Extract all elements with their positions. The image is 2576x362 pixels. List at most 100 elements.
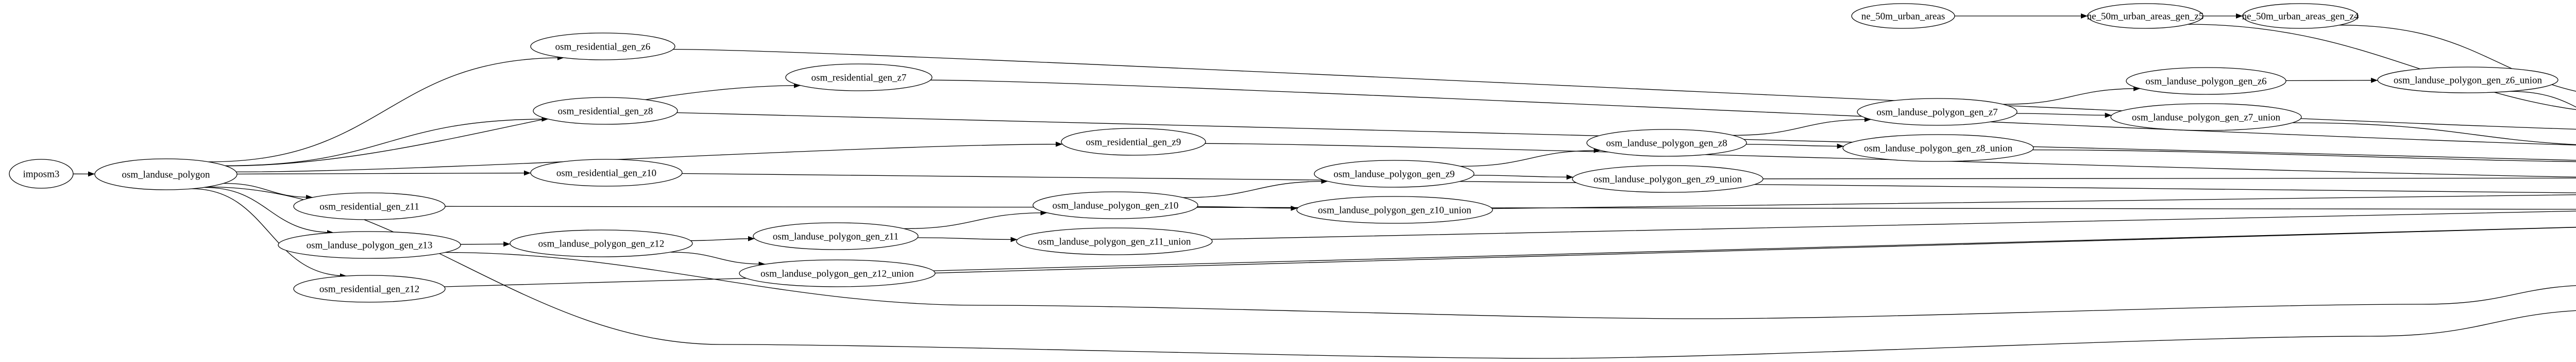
edge-osm_landuse_polygon_gen_z9--osm_landuse_polygon_gen_z9_union: [1473, 174, 1573, 180]
node-label-osm_residential_gen_z12: osm_residential_gen_z12: [319, 284, 419, 295]
node-shape-osm_landuse_polygon_gen_z7: [1857, 98, 2018, 126]
edge-osm_landuse_polygon--layer_landuse-z14+: [207, 186, 2576, 359]
node-shape-osm_residential_gen_z11: [293, 192, 446, 220]
edge-osm_landuse_polygon_gen_z10_union--layer_landuse-z10: [1492, 193, 2576, 209]
node-osm_landuse_polygon_gen_z10_union: osm_landuse_polygon_gen_z10_union: [1296, 196, 1493, 224]
node-shape-osm_landuse_polygon_gen_z12: [510, 229, 693, 257]
node-label-osm_landuse_polygon_gen_z9_union: osm_landuse_polygon_gen_z9_union: [1594, 174, 1742, 185]
node-label-osm_landuse_polygon_gen_z13: osm_landuse_polygon_gen_z13: [307, 240, 433, 251]
edge-osm_landuse_polygon--osm_residential_gen_z10: [236, 170, 531, 176]
edge-osm_landuse_polygon_gen_z13--layer_landuse-z13: [445, 252, 2576, 319]
edge-osm_landuse_polygon--osm_residential_gen_z6: [208, 55, 565, 162]
node-osm_residential_gen_z8: osm_residential_gen_z8: [533, 97, 678, 125]
node-label-osm_landuse_polygon: osm_landuse_polygon: [122, 170, 210, 180]
edge-osm_residential_gen_z11--layer_landuse-z11: [445, 206, 2576, 210]
edge-osm_landuse_polygon--osm_landuse_polygon_gen_z13: [204, 187, 334, 236]
node-label-osm_landuse_polygon_gen_z9: osm_landuse_polygon_gen_z9: [1333, 169, 1454, 180]
node-shape-osm_landuse_polygon_gen_z10: [1032, 191, 1198, 219]
edge-osm_landuse_polygon--osm_residential_gen_z11: [223, 183, 313, 200]
node-shape-osm_landuse_polygon_gen_z11: [753, 222, 919, 250]
node-osm_residential_gen_z6: osm_residential_gen_z6: [530, 32, 675, 60]
node-ne_50m_urban_areas_gen_z5: ne_50m_urban_areas_gen_z5: [2087, 3, 2204, 29]
node-label-ne_50m_urban_areas: ne_50m_urban_areas: [1861, 11, 1945, 22]
node-shape-osm_landuse_polygon_gen_z9_union: [1572, 165, 1764, 193]
node-ne_50m_urban_areas_gen_z4: ne_50m_urban_areas_gen_z4: [2242, 3, 2359, 29]
node-osm_landuse_polygon_gen_z7: osm_landuse_polygon_gen_z7: [1857, 98, 2018, 126]
edge-osm_residential_gen_z6--layer_landuse-z6: [673, 48, 2576, 130]
edge-osm_landuse_polygon_gen_z7--osm_landuse_polygon_gen_z7_union: [2016, 112, 2112, 118]
node-shape-osm_residential_gen_z10: [530, 159, 683, 187]
edge-osm_landuse_polygon_gen_z8_union--layer_landuse-z8: [2032, 149, 2576, 162]
node-shape-osm_landuse_polygon_gen_z8_union: [1842, 134, 2034, 162]
node-label-osm_residential_gen_z11: osm_residential_gen_z11: [319, 202, 419, 212]
node-label-imposm3: imposm3: [23, 169, 60, 180]
node-shape-osm_landuse_polygon_gen_z10_union: [1296, 196, 1493, 224]
node-shape-osm_residential_gen_z8: [533, 97, 678, 125]
edge-osm_landuse_polygon--osm_residential_gen_z9: [236, 141, 1063, 173]
edge-osm_landuse_polygon_gen_z8--osm_landuse_polygon_gen_z8_union: [1745, 143, 1844, 149]
node-osm_landuse_polygon_gen_z12_union: osm_landuse_polygon_gen_z12_union: [739, 259, 936, 287]
node-shape-osm_landuse_polygon_gen_z12_union: [739, 259, 936, 287]
edge-osm_residential_gen_z7--layer_landuse-z7: [930, 79, 2576, 145]
node-shape-osm_residential_gen_z12: [293, 275, 446, 303]
node-label-osm_landuse_polygon_gen_z10_union: osm_landuse_polygon_gen_z10_union: [1318, 205, 1471, 216]
node-label-osm_landuse_polygon_gen_z8_union: osm_landuse_polygon_gen_z8_union: [1864, 143, 2013, 154]
node-label-osm_landuse_polygon_gen_z12_union: osm_landuse_polygon_gen_z12_union: [760, 269, 914, 279]
node-osm_landuse_polygon_gen_z9_union: osm_landuse_polygon_gen_z9_union: [1572, 165, 1764, 193]
edge-osm_landuse_polygon_gen_z10--osm_landuse_polygon_gen_z9: [1183, 178, 1328, 198]
node-shape-osm_landuse_polygon_gen_z7_union: [2110, 103, 2302, 131]
edge-osm_landuse_polygon_gen_z11--osm_landuse_polygon_gen_z11_union: [917, 237, 1018, 242]
node-label-osm_landuse_polygon_gen_z7: osm_landuse_polygon_gen_z7: [1876, 107, 1997, 118]
edge-osm_landuse_polygon--osm_residential_gen_z7: [226, 83, 801, 167]
edge-osm_landuse_polygon_gen_z9_union--layer_landuse-z9: [1762, 177, 2576, 179]
edge-osm_landuse_polygon_gen_z7_union--layer_landuse-z7: [2292, 122, 2576, 145]
node-shape-ne_50m_urban_areas: [1851, 3, 1955, 29]
node-shape-osm_landuse_polygon_gen_z13: [278, 231, 461, 259]
node-label-osm_landuse_polygon_gen_z11_union: osm_landuse_polygon_gen_z11_union: [1038, 237, 1191, 248]
node-osm_landuse_polygon_gen_z6: osm_landuse_polygon_gen_z6: [2126, 67, 2286, 95]
node-shape-osm_residential_gen_z7: [785, 63, 933, 91]
node-shape-osm_landuse_polygon_gen_z6_union: [2377, 67, 2558, 93]
node-label-ne_50m_urban_areas_gen_z5: ne_50m_urban_areas_gen_z5: [2087, 11, 2204, 22]
node-osm_residential_gen_z10: osm_residential_gen_z10: [530, 159, 683, 187]
node-shape-osm_landuse_polygon_gen_z8: [1586, 129, 1747, 157]
node-label-osm_landuse_polygon_gen_z12: osm_landuse_polygon_gen_z12: [538, 239, 665, 250]
edge-osm_landuse_polygon_gen_z12--osm_landuse_polygon_gen_z11: [690, 236, 755, 241]
node-osm_landuse_polygon_gen_z10: osm_landuse_polygon_gen_z10: [1032, 191, 1198, 219]
node-label-osm_residential_gen_z7: osm_residential_gen_z7: [811, 73, 907, 84]
node-label-osm_residential_gen_z6: osm_residential_gen_z6: [555, 42, 651, 53]
node-label-osm_landuse_polygon_gen_z11: osm_landuse_polygon_gen_z11: [773, 232, 899, 242]
node-shape-osm_landuse_polygon: [94, 158, 238, 190]
node-shape-ne_50m_urban_areas_gen_z4: [2242, 3, 2359, 29]
node-osm_landuse_polygon_gen_z8_union: osm_landuse_polygon_gen_z8_union: [1842, 134, 2034, 162]
node-osm_residential_gen_z12: osm_residential_gen_z12: [293, 275, 446, 303]
node-ne_50m_urban_areas: ne_50m_urban_areas: [1851, 3, 1955, 29]
node-osm_residential_gen_z11: osm_residential_gen_z11: [293, 192, 446, 220]
node-osm_landuse_polygon: osm_landuse_polygon: [94, 158, 238, 190]
node-osm_landuse_polygon_gen_z12: osm_landuse_polygon_gen_z12: [510, 229, 693, 257]
node-osm_landuse_polygon_gen_z13: osm_landuse_polygon_gen_z13: [278, 231, 461, 259]
node-label-osm_residential_gen_z10: osm_residential_gen_z10: [556, 168, 656, 179]
node-label-osm_landuse_polygon_gen_z8: osm_landuse_polygon_gen_z8: [1606, 138, 1727, 149]
edge-osm_landuse_polygon_gen_z7--osm_landuse_polygon_gen_z6: [2003, 86, 2141, 105]
node-shape-imposm3: [9, 159, 74, 189]
node-osm_residential_gen_z7: osm_residential_gen_z7: [785, 63, 933, 91]
node-label-osm_residential_gen_z8: osm_residential_gen_z8: [558, 106, 653, 117]
edge-osm_landuse_polygon_gen_z8--osm_landuse_polygon_gen_z7: [1733, 117, 1871, 136]
node-osm_landuse_polygon_gen_z6_union: osm_landuse_polygon_gen_z6_union: [2377, 67, 2558, 93]
edge-osm_landuse_polygon_gen_z6--osm_landuse_polygon_gen_z6_union: [2285, 77, 2378, 83]
node-label-osm_landuse_polygon_gen_z6_union: osm_landuse_polygon_gen_z6_union: [2394, 75, 2543, 86]
node-label-osm_landuse_polygon_gen_z10: osm_landuse_polygon_gen_z10: [1053, 201, 1179, 211]
node-label-osm_residential_gen_z9: osm_residential_gen_z9: [1086, 137, 1181, 148]
node-osm_landuse_polygon_gen_z9: osm_landuse_polygon_gen_z9: [1314, 160, 1475, 188]
edge-osm_landuse_polygon--osm_residential_gen_z8: [225, 116, 549, 167]
edge-osm_landuse_polygon_gen_z11--osm_landuse_polygon_gen_z10: [904, 210, 1047, 229]
node-label-ne_50m_urban_areas_gen_z4: ne_50m_urban_areas_gen_z4: [2242, 11, 2359, 22]
node-osm_landuse_polygon_gen_z11: osm_landuse_polygon_gen_z11: [753, 222, 919, 250]
node-osm_landuse_polygon_gen_z8: osm_landuse_polygon_gen_z8: [1586, 129, 1747, 157]
edge-osm_landuse_polygon_gen_z12--osm_landuse_polygon_gen_z12_union: [670, 252, 766, 267]
edge-osm_landuse_polygon_gen_z6_union--layer_landuse-z6: [2510, 91, 2576, 108]
node-shape-ne_50m_urban_areas_gen_z5: [2087, 3, 2204, 29]
